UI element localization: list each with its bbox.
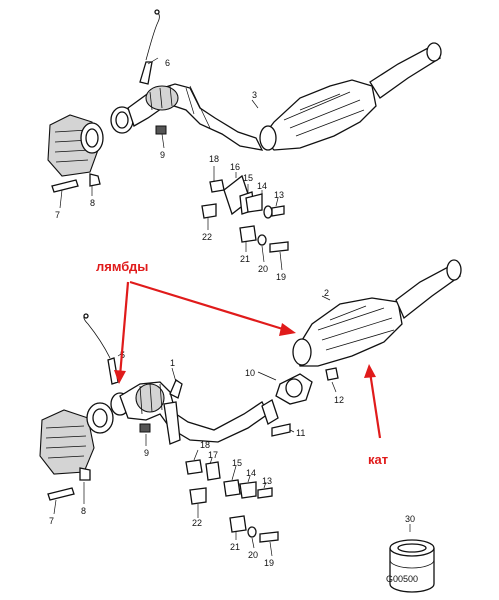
top-flange xyxy=(80,106,134,154)
top-callout-3: 3 xyxy=(252,90,257,100)
gasket-ring-30: 30 G00500 xyxy=(386,514,435,593)
top-callout-15: 15 xyxy=(243,173,253,183)
bottom-callout-17: 17 xyxy=(208,450,218,460)
bottom-assembly: 2 5 1 10 12 11 9 7 8 18 17 15 14 13 22 2… xyxy=(39,259,462,568)
bottom-connector-flange xyxy=(261,367,339,437)
top-callout-22: 22 xyxy=(202,232,212,242)
top-callouts: 6 3 9 7 8 18 16 15 14 13 22 21 20 19 xyxy=(55,58,286,282)
cat-annotation-label: кат xyxy=(368,452,388,467)
top-callout-18: 18 xyxy=(209,154,219,164)
bottom-callout-15: 15 xyxy=(232,458,242,468)
lambda-arrow-right xyxy=(129,280,287,332)
top-callout-8: 8 xyxy=(90,198,95,208)
lambda-arrowhead-down xyxy=(114,370,126,384)
bottom-callout-9: 9 xyxy=(144,448,149,458)
bottom-exhaust-manifold xyxy=(39,409,95,475)
top-lambda-probe xyxy=(139,9,160,85)
top-callout-9: 9 xyxy=(160,150,165,160)
top-callout-6: 6 xyxy=(165,58,170,68)
bottom-catalytic-converter xyxy=(292,297,403,367)
bottom-callout-12: 12 xyxy=(334,395,344,405)
top-callout-21: 21 xyxy=(240,254,250,264)
bottom-hardware xyxy=(47,423,279,543)
lambda-arrowhead-right xyxy=(279,323,296,336)
bottom-callout-2: 2 xyxy=(324,288,329,298)
bottom-front-pipe xyxy=(119,379,269,445)
top-callout-16: 16 xyxy=(230,162,240,172)
bottom-callout-1: 1 xyxy=(170,358,175,368)
top-callout-13: 13 xyxy=(274,190,284,200)
bottom-callout-19: 19 xyxy=(264,558,274,568)
top-tail-pipe xyxy=(369,42,442,99)
figure-code: G00500 xyxy=(386,574,418,584)
bottom-callout-11: 11 xyxy=(296,428,305,438)
bottom-callout-8: 8 xyxy=(81,506,86,516)
top-leader-lines xyxy=(59,57,283,271)
bottom-tail-pipe xyxy=(395,259,462,320)
top-callout-20: 20 xyxy=(258,264,268,274)
bottom-callout-7: 7 xyxy=(49,516,54,526)
bottom-callout-14: 14 xyxy=(246,468,256,478)
top-assembly: 6 3 9 7 8 18 16 15 14 13 22 21 20 19 xyxy=(47,9,442,282)
bottom-callout-13: 13 xyxy=(262,476,272,486)
bottom-callout-20: 20 xyxy=(248,550,258,560)
lambda-annotation-label: лямбды xyxy=(96,259,148,274)
red-annotations: лямбды кат xyxy=(96,259,388,467)
top-callout-7: 7 xyxy=(55,210,60,220)
gasket-callout-30: 30 xyxy=(405,514,415,524)
top-catalytic-converter xyxy=(259,79,377,151)
cat-arrowhead xyxy=(364,364,376,378)
top-front-pipe xyxy=(127,83,264,151)
bottom-callout-18: 18 xyxy=(200,440,210,450)
top-hardware xyxy=(51,125,289,253)
top-callout-14: 14 xyxy=(257,181,267,191)
bottom-callout-10: 10 xyxy=(245,368,255,378)
bottom-lambda-probe xyxy=(83,313,119,385)
bottom-callout-22: 22 xyxy=(192,518,202,528)
top-callout-19: 19 xyxy=(276,272,286,282)
cat-arrow xyxy=(368,371,382,439)
lambda-arrow-down xyxy=(118,281,130,377)
bottom-callout-21: 21 xyxy=(230,542,240,552)
